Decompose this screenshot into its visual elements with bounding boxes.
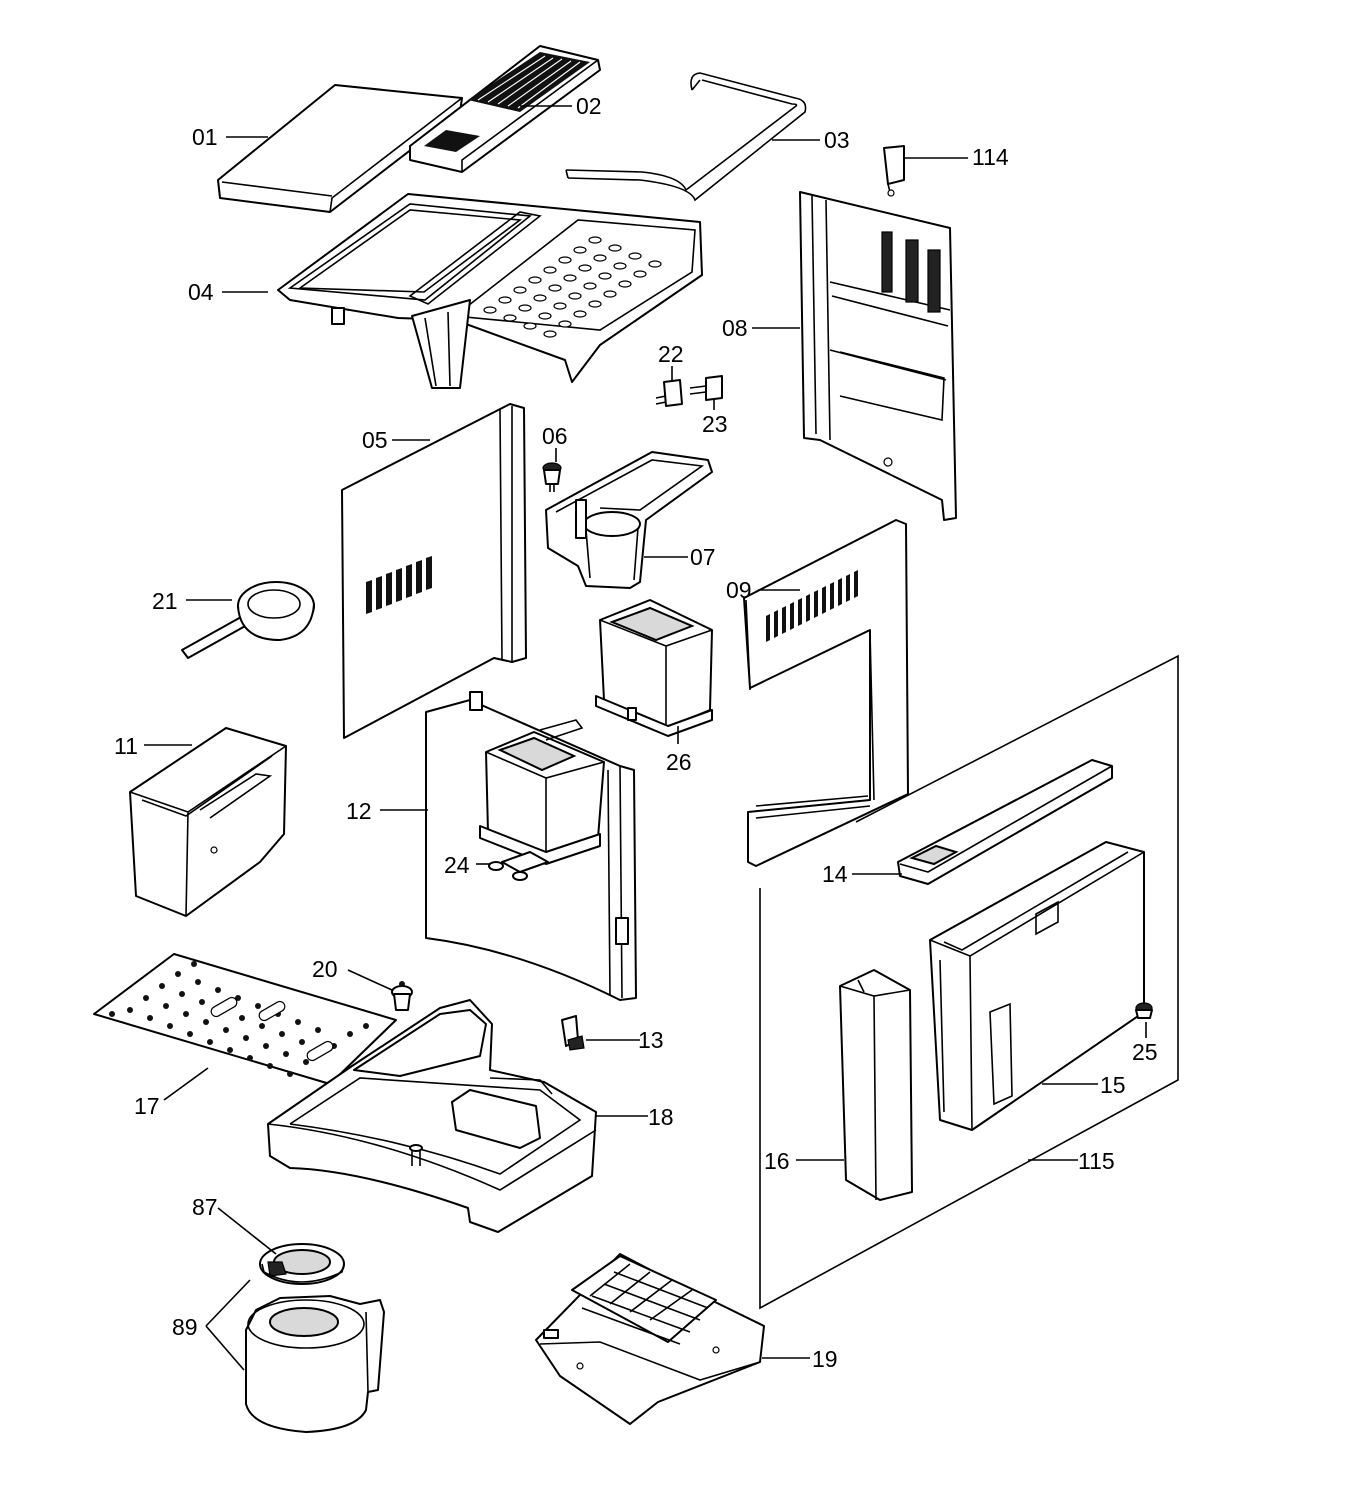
part-09-side-panel[interactable] bbox=[743, 519, 909, 867]
label-24: 24 bbox=[444, 852, 470, 878]
label-23: 23 bbox=[702, 411, 728, 437]
grid-19 bbox=[581, 1263, 709, 1345]
label-21: 21 bbox=[152, 588, 178, 614]
part-14-tank-lid[interactable] bbox=[897, 759, 1113, 885]
part-22-connector[interactable] bbox=[655, 379, 683, 407]
part-114-clip[interactable] bbox=[883, 145, 905, 197]
part-18-drip-tray[interactable] bbox=[267, 999, 597, 1233]
part-24-fitting[interactable] bbox=[488, 851, 549, 881]
part-21-scoop[interactable] bbox=[181, 581, 315, 659]
label-12: 12 bbox=[346, 798, 372, 824]
part-07-reservoir[interactable] bbox=[545, 451, 713, 589]
label-115: 115 bbox=[1078, 1148, 1115, 1174]
label-06: 06 bbox=[542, 423, 568, 449]
label-87: 87 bbox=[192, 1194, 218, 1220]
part-12-front-housing[interactable] bbox=[425, 691, 637, 1001]
part-06-knob[interactable] bbox=[542, 462, 562, 492]
label-16: 16 bbox=[764, 1148, 790, 1174]
part-11-bin[interactable] bbox=[129, 727, 287, 917]
label-20: 20 bbox=[312, 956, 338, 982]
label-09: 09 bbox=[726, 577, 752, 603]
label-114: 114 bbox=[972, 144, 1009, 170]
label-08: 08 bbox=[722, 315, 748, 341]
label-19: 19 bbox=[812, 1346, 838, 1372]
part-08-back-panel[interactable] bbox=[799, 191, 957, 521]
vent-slots-05 bbox=[366, 556, 432, 614]
part-05-side-panel[interactable] bbox=[341, 403, 527, 739]
part-89-carafe[interactable] bbox=[245, 1295, 385, 1433]
part-26-block[interactable] bbox=[595, 599, 713, 737]
part-17-drip-grate[interactable] bbox=[93, 953, 397, 1085]
leader-lines bbox=[144, 105, 1147, 1371]
label-26: 26 bbox=[666, 749, 692, 775]
label-18: 18 bbox=[648, 1104, 674, 1130]
label-01: 01 bbox=[192, 124, 218, 150]
part-23-connector[interactable] bbox=[689, 375, 723, 401]
grate-holes bbox=[483, 236, 662, 338]
label-15: 15 bbox=[1100, 1072, 1126, 1098]
part-01-top-lid[interactable] bbox=[217, 84, 463, 213]
label-22: 22 bbox=[658, 341, 684, 367]
label-07: 07 bbox=[690, 544, 716, 570]
part-labels: 01 02 03 114 04 08 22 23 05 06 07 09 21 … bbox=[114, 93, 1158, 1372]
part-03-handle[interactable] bbox=[565, 72, 807, 202]
label-02: 02 bbox=[576, 93, 602, 119]
vent-slots-09 bbox=[766, 570, 858, 642]
part-25-ring[interactable] bbox=[1135, 1002, 1153, 1019]
part-87-carafe-lid[interactable] bbox=[259, 1243, 345, 1285]
part-13-latch[interactable] bbox=[561, 1015, 585, 1051]
part-04-top-frame[interactable] bbox=[277, 193, 703, 389]
label-03: 03 bbox=[824, 127, 850, 153]
label-04: 04 bbox=[188, 279, 214, 305]
label-14: 14 bbox=[822, 861, 848, 887]
label-13: 13 bbox=[638, 1027, 664, 1053]
part-20-valve[interactable] bbox=[391, 981, 413, 1011]
label-17: 17 bbox=[134, 1093, 160, 1119]
label-25: 25 bbox=[1132, 1039, 1158, 1065]
part-115-water-tank-assembly-box bbox=[759, 654, 1179, 1310]
part-19-base-plate[interactable] bbox=[535, 1253, 765, 1425]
part-15-water-tank[interactable] bbox=[929, 841, 1145, 1131]
label-89: 89 bbox=[172, 1314, 198, 1340]
part-16-side-cover[interactable] bbox=[839, 969, 913, 1201]
label-11: 11 bbox=[114, 733, 138, 759]
label-05: 05 bbox=[362, 427, 388, 453]
part-02-vent-cover[interactable] bbox=[409, 45, 601, 173]
